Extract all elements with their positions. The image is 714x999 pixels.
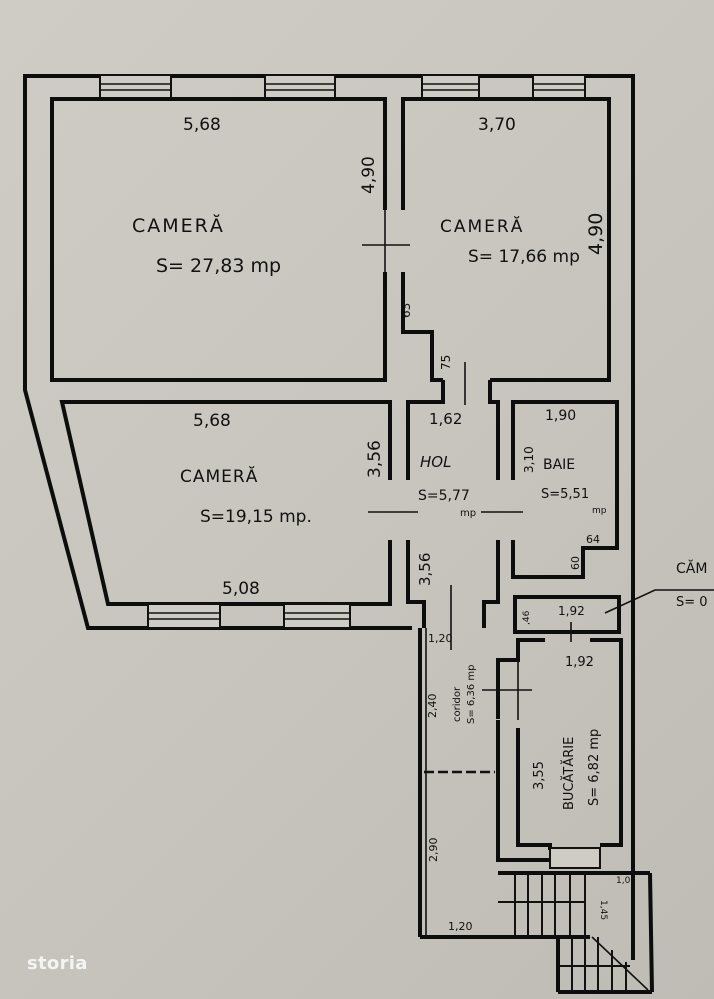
dim-room1-width: 5,68: [183, 115, 221, 135]
dim-room3-height: 3,56: [365, 440, 385, 478]
dim-room3-width-bottom: 5,08: [222, 579, 260, 599]
dim-camara-width: 1,92: [558, 604, 585, 618]
dim-bucatarie-width: 1,92: [565, 655, 594, 670]
room3-area: S=19,15 mp.: [200, 507, 312, 527]
baie-area: S=5,51: [541, 487, 589, 502]
dim-baie-notch-w: 64: [586, 533, 600, 546]
dim-coridor-width: 1,20: [428, 632, 453, 645]
staircase: [498, 871, 654, 994]
coridor-area: S= 6,36 mp: [466, 665, 477, 724]
room-bucatarie: [482, 638, 623, 869]
room-baie: [511, 400, 619, 579]
room-camara: [513, 589, 714, 642]
dim-coridor-height: 2,40: [426, 694, 439, 719]
dim-porch-width: 1,20: [448, 920, 473, 933]
bucatarie-name: BUCĂTĂRIE: [561, 737, 577, 810]
camara-area: S= 0: [676, 595, 708, 610]
dim-notch-a: 63: [399, 303, 413, 318]
hol-name: HOL: [420, 453, 451, 471]
dim-room2-height: 4,90: [585, 213, 607, 255]
camara-name: CĂM: [676, 559, 707, 577]
dim-hol-height: 3,56: [416, 553, 434, 586]
room-camera-2: [401, 97, 611, 405]
room-camera-3: [59, 400, 418, 629]
hol-area: S=5,77: [418, 488, 470, 504]
outer-walls: [23, 74, 635, 960]
dim-stair-length: 1,45: [598, 900, 608, 920]
coridor-name: coridor: [452, 686, 463, 722]
dim-baie-notch-h: 60: [569, 556, 582, 570]
dim-hol-width: 1,62: [429, 410, 462, 428]
dim-notch-b: 75: [439, 355, 453, 370]
baie-unit: mp: [592, 506, 607, 516]
windows-top: [99, 74, 586, 100]
dim-porch-height: 2,90: [427, 838, 440, 863]
room-coridor: [418, 628, 590, 939]
room2-area: S= 17,66 mp: [468, 247, 580, 267]
baie-name: BAIE: [543, 457, 575, 473]
dim-camara-height: ,46: [522, 610, 532, 625]
dim-baie-height: 3,10: [522, 446, 536, 473]
dim-room2-width: 3,70: [478, 115, 516, 135]
room1-name: CAMERĂ: [132, 213, 225, 237]
labels: 5,68 4,90 CAMERĂ S= 27,83 mp 3,70 4,90 C…: [132, 115, 708, 933]
hol-unit: mp: [460, 508, 476, 519]
bucatarie-area: S= 6,82 mp: [587, 729, 602, 806]
dim-room3-width-top: 5,68: [193, 411, 231, 431]
room-hol: [406, 380, 523, 650]
dim-bucatarie-height: 3,55: [532, 761, 547, 790]
room2-name: CAMERĂ: [440, 215, 524, 237]
storia-logo: storia: [27, 953, 88, 974]
dim-baie-width: 1,90: [545, 408, 576, 424]
room3-name: CAMERĂ: [180, 465, 258, 487]
room-camera-1: [50, 97, 410, 382]
dim-stair-width: 1,0: [616, 876, 631, 886]
room1-area: S= 27,83 mp: [156, 255, 281, 277]
dim-room1-height: 4,90: [359, 156, 379, 194]
